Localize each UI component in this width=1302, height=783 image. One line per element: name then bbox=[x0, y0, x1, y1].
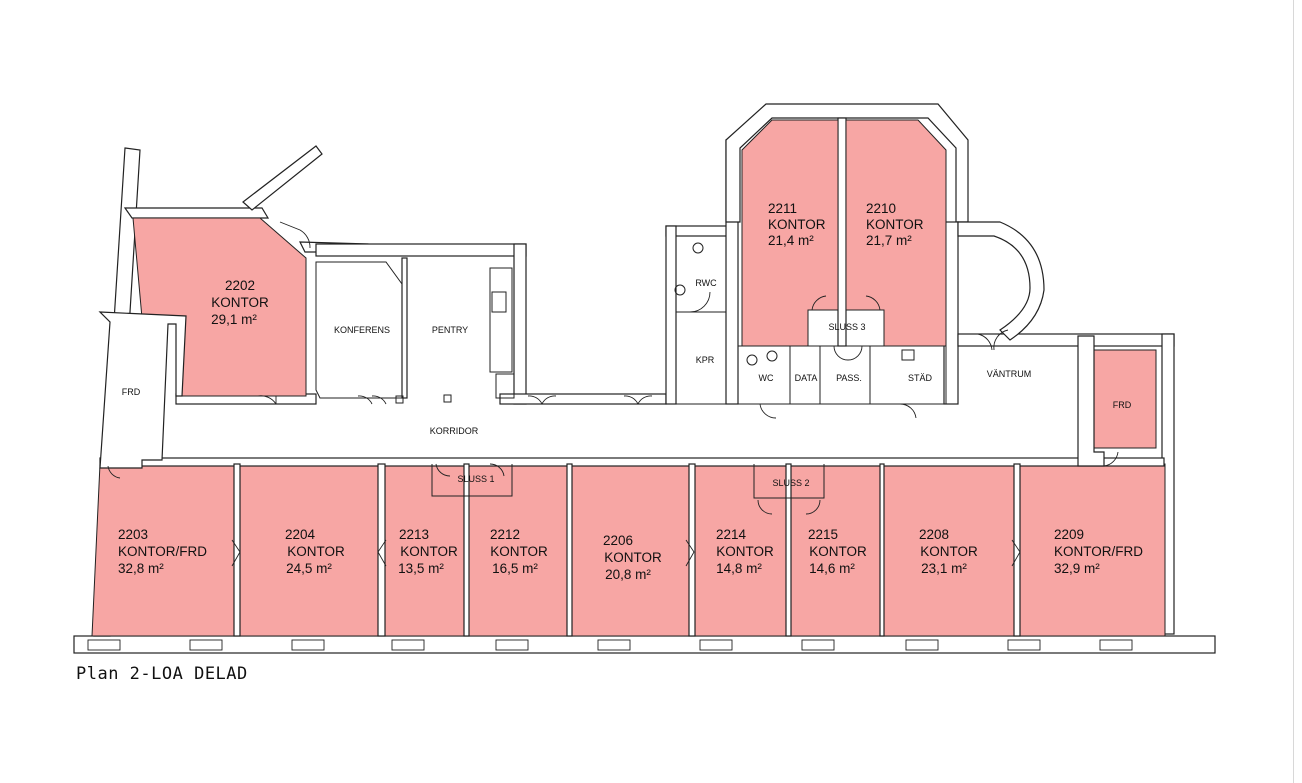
label-korridor: KORRIDOR bbox=[430, 426, 479, 436]
room-2213-number: 2213 bbox=[399, 527, 429, 542]
room-2212-area-label: 16,5 m² bbox=[492, 561, 538, 576]
plan-title: Plan 2-LOA DELAD bbox=[76, 664, 248, 684]
label-frd-right: FRD bbox=[1113, 400, 1132, 410]
room-2212-type: KONTOR bbox=[490, 544, 548, 559]
label-sluss3: SLUSS 3 bbox=[828, 322, 865, 332]
room-frd-right-area bbox=[1093, 349, 1157, 449]
room-2204-area-label: 24,5 m² bbox=[286, 561, 332, 576]
room-2210-area-label: 21,7 m² bbox=[866, 233, 912, 248]
room-2212-number: 2212 bbox=[490, 527, 520, 542]
room-2210-type: KONTOR bbox=[866, 217, 924, 232]
label-pass: PASS. bbox=[836, 373, 862, 383]
room-2208-area-label: 23,1 m² bbox=[921, 561, 967, 576]
room-labels: 2202 KONTOR 29,1 m² 2203 KONTOR/FRD 32,8… bbox=[118, 201, 1143, 582]
label-kpr: KPR bbox=[696, 355, 715, 365]
room-2211-number: 2211 bbox=[768, 201, 797, 216]
room-2209-number: 2209 bbox=[1054, 527, 1084, 542]
room-2213-area bbox=[384, 463, 465, 637]
room-2206-area bbox=[571, 463, 690, 637]
label-vantrum: VÄNTRUM bbox=[987, 369, 1032, 379]
label-rwc: RWC bbox=[695, 278, 717, 288]
room-2206-area-label: 20,8 m² bbox=[605, 567, 651, 582]
room-2202-number: 2202 bbox=[225, 278, 255, 293]
label-frd-left: FRD bbox=[122, 387, 141, 397]
room-2209-area bbox=[1019, 463, 1166, 637]
room-2212-area bbox=[468, 463, 568, 637]
room-2214-area-label: 14,8 m² bbox=[716, 561, 762, 576]
label-konferens: KONFERENS bbox=[334, 325, 390, 335]
room-2204-number: 2204 bbox=[285, 527, 316, 542]
room-2208-number: 2208 bbox=[919, 527, 949, 542]
label-pentry: PENTRY bbox=[432, 325, 468, 335]
room-2211-type: KONTOR bbox=[768, 217, 826, 232]
label-stad: STÄD bbox=[908, 373, 933, 383]
page-edge-line bbox=[1293, 0, 1294, 783]
room-2210-number: 2210 bbox=[866, 201, 896, 216]
room-2203-type: KONTOR/FRD bbox=[118, 544, 207, 559]
label-sluss2: SLUSS 2 bbox=[772, 478, 809, 488]
room-2209-area-label: 32,9 m² bbox=[1054, 561, 1100, 576]
room-2215-area-label: 14,6 m² bbox=[809, 561, 855, 576]
label-sluss1: SLUSS 1 bbox=[457, 474, 494, 484]
room-2208-area bbox=[883, 463, 1015, 637]
partitions bbox=[98, 235, 1165, 637]
room-2214-number: 2214 bbox=[716, 527, 747, 542]
room-2206-type: KONTOR bbox=[604, 550, 662, 565]
room-2214-type: KONTOR bbox=[716, 544, 774, 559]
room-2211-area-label: 21,4 m² bbox=[768, 233, 814, 248]
label-data: DATA bbox=[795, 373, 818, 383]
room-2209-type: KONTOR/FRD bbox=[1054, 544, 1143, 559]
room-2202-area-label: 29,1 m² bbox=[211, 312, 257, 327]
room-2203-number: 2203 bbox=[118, 527, 148, 542]
fixtures bbox=[395, 242, 915, 404]
doors bbox=[107, 221, 1119, 567]
room-2213-area-label: 13,5 m² bbox=[398, 561, 444, 576]
room-2204-type: KONTOR bbox=[287, 544, 345, 559]
room-2204-area bbox=[239, 463, 379, 637]
room-2208-type: KONTOR bbox=[920, 544, 978, 559]
room-2213-type: KONTOR bbox=[400, 544, 458, 559]
room-2206-number: 2206 bbox=[603, 533, 633, 548]
room-2202-type: KONTOR bbox=[211, 295, 269, 310]
label-wc: WC bbox=[759, 373, 774, 383]
room-2215-type: KONTOR bbox=[809, 544, 867, 559]
windows bbox=[87, 639, 1133, 651]
room-2203-area-label: 32,8 m² bbox=[118, 561, 164, 576]
room-2215-number: 2215 bbox=[808, 527, 838, 542]
